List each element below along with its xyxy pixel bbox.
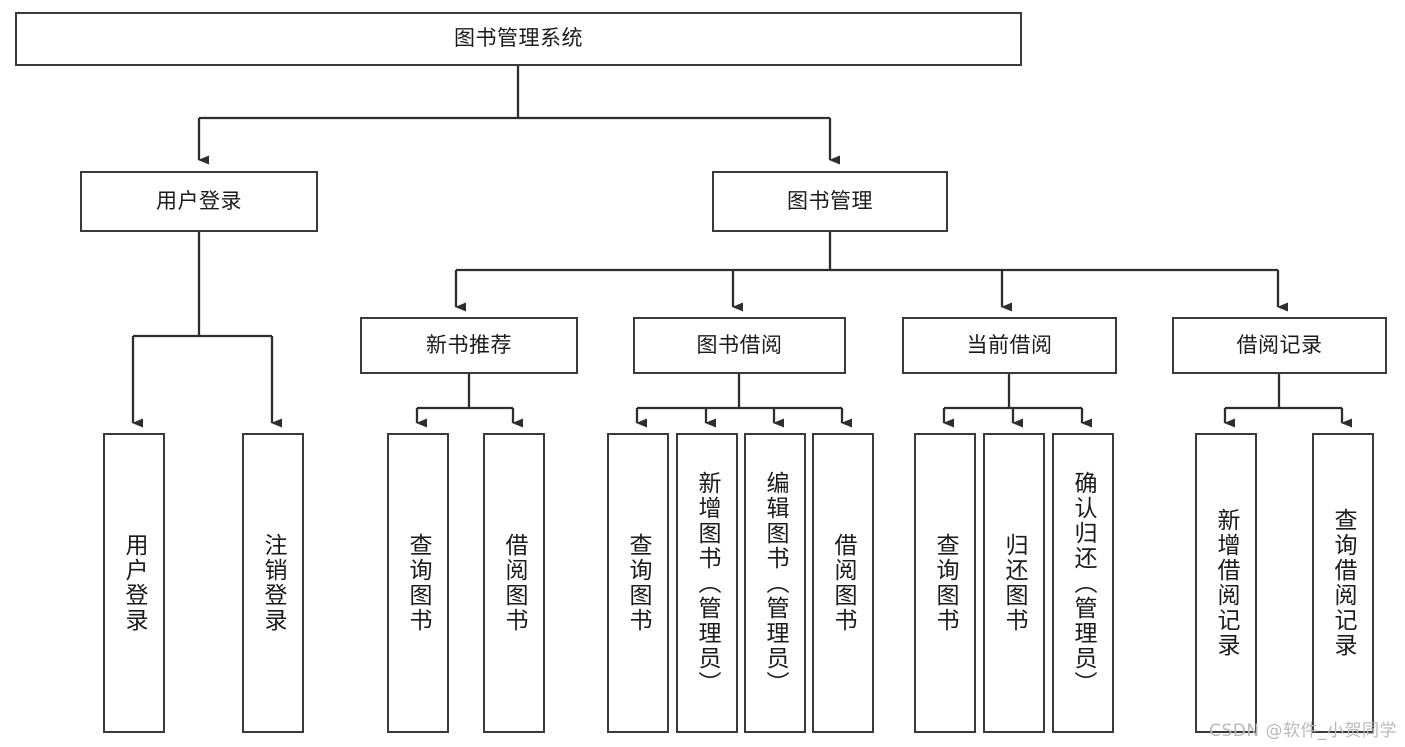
leaf-add-book-admin[interactable]: 新增图书（管理员） [676, 433, 738, 733]
leaf-label: 新增图书（管理员） [694, 470, 721, 696]
leaf-borrow-book-rec[interactable]: 借阅图书 [483, 433, 545, 733]
leaf-confirm-return-admin[interactable]: 确认归还（管理员） [1052, 433, 1114, 733]
leaf-edit-book-admin[interactable]: 编辑图书（管理员） [744, 433, 806, 733]
csdn-watermark: CSDN @软件_小贺同学 [1209, 721, 1397, 741]
leaf-logout[interactable]: 注销登录 [242, 433, 304, 733]
leaf-label: 查询图书 [405, 533, 432, 633]
node-user-login[interactable]: 用户登录 [80, 171, 318, 232]
leaf-query-borrow-record[interactable]: 查询借阅记录 [1312, 433, 1374, 733]
leaf-label: 确认归还（管理员） [1070, 470, 1097, 696]
leaf-label: 注销登录 [260, 533, 287, 633]
leaf-query-book-rec[interactable]: 查询图书 [387, 433, 449, 733]
leaf-query-book-borrow[interactable]: 查询图书 [607, 433, 669, 733]
leaf-add-borrow-record[interactable]: 新增借阅记录 [1195, 433, 1257, 733]
node-current-borrow[interactable]: 当前借阅 [902, 317, 1117, 374]
leaf-label: 借阅图书 [830, 533, 857, 633]
node-book-borrow[interactable]: 图书借阅 [633, 317, 846, 374]
node-book-management[interactable]: 图书管理 [712, 171, 948, 232]
leaf-user-login[interactable]: 用户登录 [103, 433, 165, 733]
node-new-book-recommend[interactable]: 新书推荐 [360, 317, 578, 374]
leaf-label: 查询图书 [932, 533, 959, 633]
leaf-label: 借阅图书 [501, 533, 528, 633]
leaf-label: 用户登录 [121, 533, 148, 633]
leaf-label: 归还图书 [1001, 533, 1028, 633]
leaf-label: 查询图书 [625, 533, 652, 633]
leaf-label: 查询借阅记录 [1330, 508, 1357, 658]
leaf-label: 编辑图书（管理员） [762, 470, 789, 696]
node-borrow-record[interactable]: 借阅记录 [1172, 317, 1387, 374]
leaf-borrow-book[interactable]: 借阅图书 [812, 433, 874, 733]
leaf-query-book-current[interactable]: 查询图书 [914, 433, 976, 733]
leaf-label: 新增借阅记录 [1213, 508, 1240, 658]
leaf-return-book[interactable]: 归还图书 [983, 433, 1045, 733]
node-root[interactable]: 图书管理系统 [15, 12, 1022, 66]
